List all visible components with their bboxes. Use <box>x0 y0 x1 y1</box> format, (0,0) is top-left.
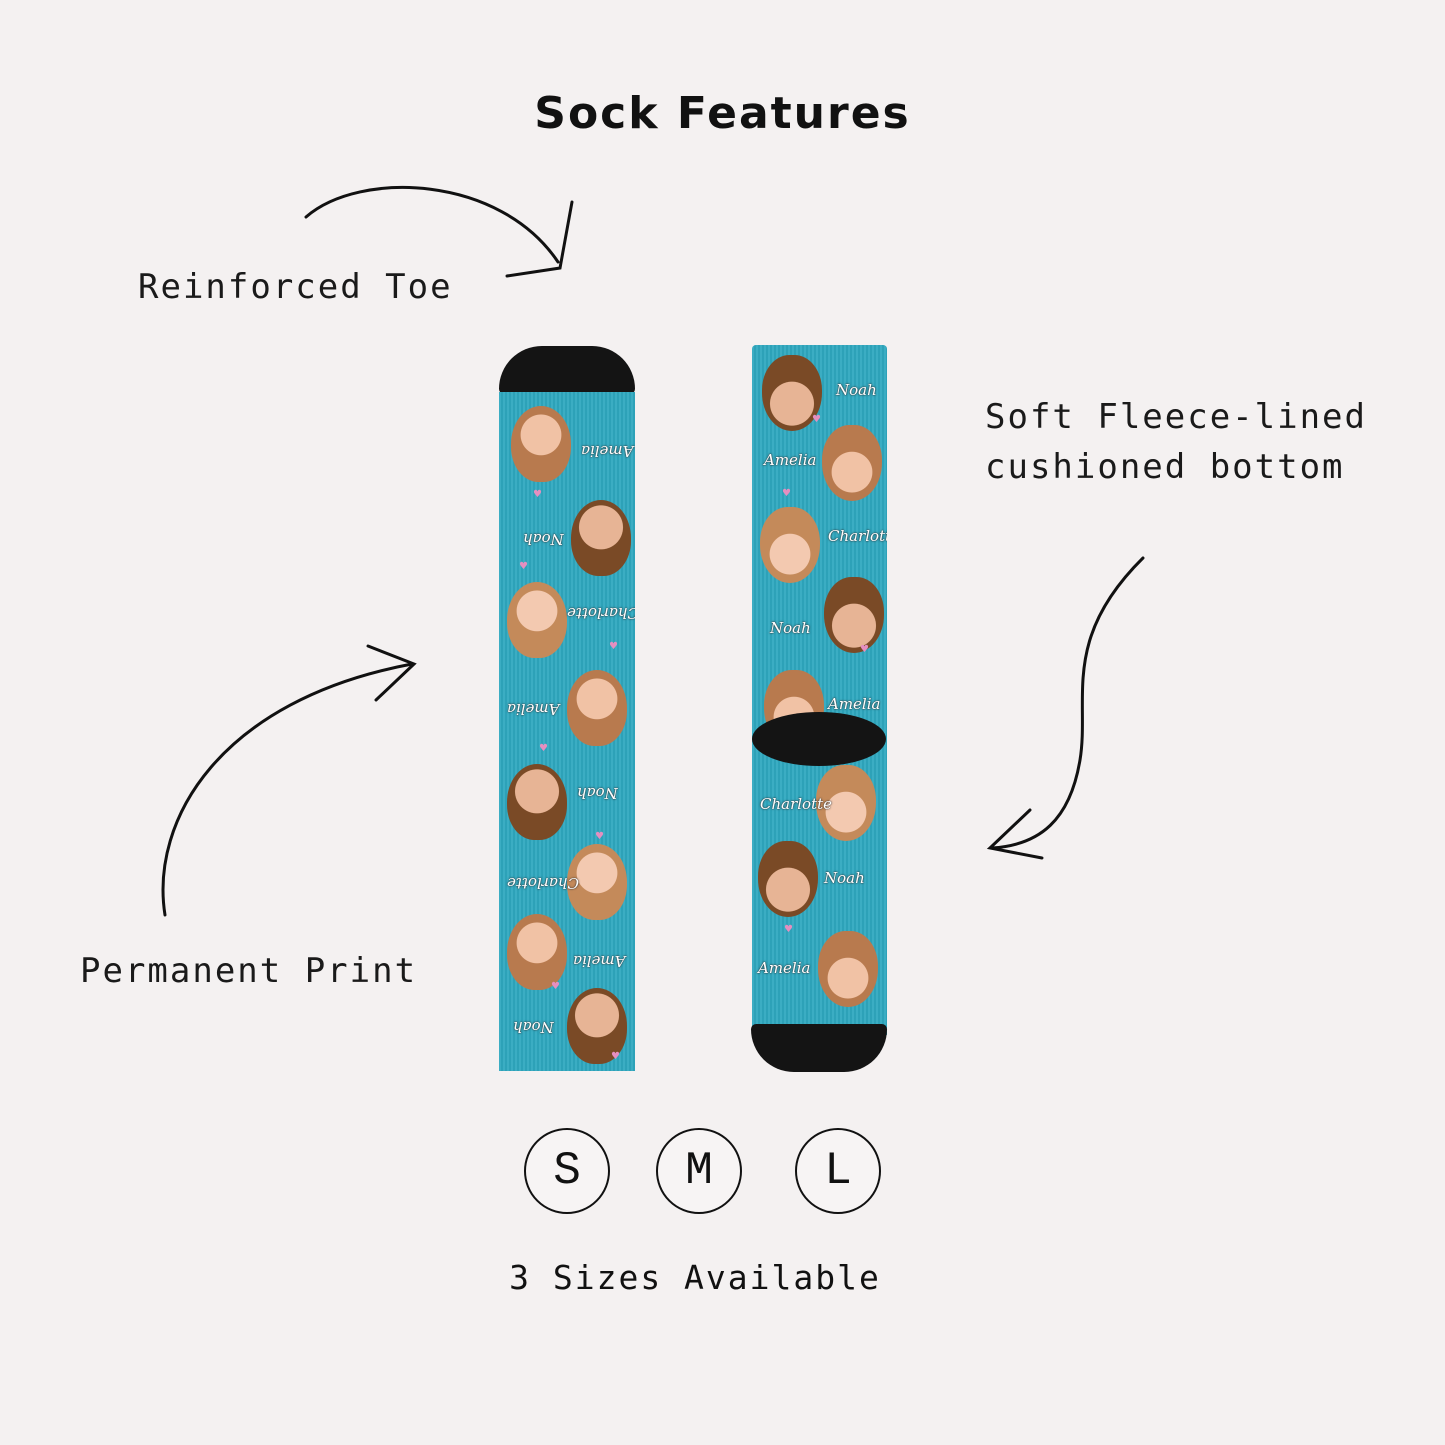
arrow-print-icon <box>161 662 414 917</box>
arrow-print-head-icon <box>366 644 417 702</box>
sock-name-tag: Amelia <box>507 700 560 718</box>
heart-icon: ♥ <box>539 743 548 754</box>
sock-name-tag: Noah <box>513 1018 554 1036</box>
feature-fleece-bottom-line2: cushioned bottom <box>985 447 1345 487</box>
heart-icon: ♥ <box>782 488 791 499</box>
sock-name-tag: Amelia <box>758 959 811 977</box>
sock-name-tag: Amelia <box>828 695 881 713</box>
arrow-toe-head-icon <box>505 200 574 278</box>
sizes-caption: 3 Sizes Available <box>509 1258 881 1297</box>
face-photo <box>762 355 822 431</box>
right-sock-cuff <box>751 1024 887 1072</box>
heart-icon: ♥ <box>609 641 618 652</box>
face-photo <box>511 406 571 482</box>
sock-name-tag: Charlotte <box>567 604 635 622</box>
sock-name-tag: Noah <box>523 530 564 548</box>
sock-name-tag: Noah <box>824 869 865 887</box>
size-l-badge: L <box>795 1128 881 1214</box>
sock-name-tag: Amelia <box>581 442 634 460</box>
face-photo <box>567 670 627 746</box>
sock-name-tag: Noah <box>836 381 877 399</box>
size-m-badge: M <box>656 1128 742 1214</box>
heart-icon: ♥ <box>812 414 821 425</box>
sock-name-tag: Noah <box>577 784 618 802</box>
heart-icon: ♥ <box>519 561 528 572</box>
feature-fleece-bottom-line1: Soft Fleece-lined <box>985 397 1367 437</box>
sock-name-tag: Charlotte <box>760 795 833 813</box>
arrow-bottom-icon <box>990 556 1145 850</box>
face-photo <box>816 765 876 841</box>
face-photo <box>507 764 567 840</box>
face-photo <box>760 507 820 583</box>
sock-name-tag: Amelia <box>573 952 626 970</box>
arrow-toe-icon <box>304 186 560 264</box>
face-photo <box>507 914 567 990</box>
feature-permanent-print: Permanent Print <box>80 951 418 991</box>
sock-name-tag: Charlotte <box>507 874 580 892</box>
size-s-badge: S <box>524 1128 610 1214</box>
sock-name-tag: Charlotte <box>828 527 887 545</box>
heart-icon: ♥ <box>551 981 560 992</box>
arrow-bottom-head-icon <box>986 808 1044 860</box>
heart-icon: ♥ <box>611 1051 620 1062</box>
feature-reinforced-toe: Reinforced Toe <box>138 267 453 307</box>
heart-icon: ♥ <box>595 831 604 842</box>
page-title: Sock Features <box>534 88 911 139</box>
face-photo <box>822 425 882 501</box>
face-photo <box>571 500 631 576</box>
heart-icon: ♥ <box>860 644 869 655</box>
left-sock: Amelia Noah Charlotte Amelia Noah Charlo… <box>499 392 635 1071</box>
right-sock-heel <box>752 712 886 766</box>
face-photo <box>758 841 818 917</box>
heart-icon: ♥ <box>533 489 542 500</box>
sock-name-tag: Amelia <box>764 451 817 469</box>
left-sock-cuff <box>499 346 635 394</box>
sock-name-tag: Noah <box>770 619 811 637</box>
heart-icon: ♥ <box>784 924 793 935</box>
right-sock: Noah Amelia Charlotte Noah Amelia Charlo… <box>752 345 887 1035</box>
face-photo <box>818 931 878 1007</box>
face-photo <box>824 577 884 653</box>
face-photo <box>507 582 567 658</box>
